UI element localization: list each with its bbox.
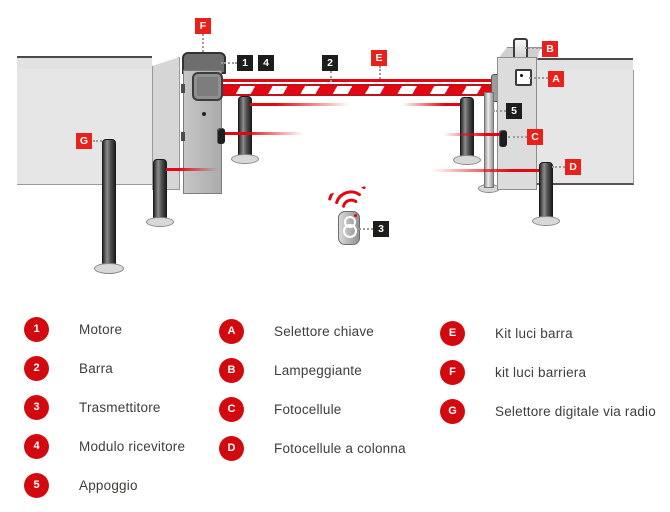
callout-line	[359, 228, 373, 230]
left-wall	[17, 69, 152, 185]
marker-3: 3	[373, 221, 389, 237]
column-base	[94, 263, 124, 274]
marker-d: D	[565, 159, 581, 175]
marker-g: G	[76, 133, 92, 149]
legend-badge: 2	[24, 356, 49, 381]
callout-line	[493, 110, 506, 112]
callout-line	[552, 166, 565, 168]
legend-item-selettore-chiave: A Selettore chiave	[219, 319, 406, 344]
photocell-beam	[432, 169, 539, 172]
legend-item-fotocellule-colonna: D Fotocellule a colonna	[219, 436, 406, 461]
marker-c: C	[527, 129, 543, 145]
photocell-beam	[444, 133, 500, 136]
legend-item-lampeggiante: B Lampeggiante	[219, 358, 406, 383]
photocell-right	[499, 130, 507, 147]
legend-label: Motore	[79, 322, 123, 337]
photocell-column-right-up	[460, 97, 474, 161]
legend-item-motore: 1 Motore	[24, 317, 185, 342]
legend-badge: 4	[24, 434, 49, 459]
legend-badge: G	[440, 399, 465, 424]
key-selector-dot	[520, 74, 523, 77]
column-base	[231, 154, 259, 164]
legend-column-letters-2: E Kit luci barra F kit luci barriera G S…	[440, 321, 656, 438]
legend-badge: 1	[24, 317, 49, 342]
legend-badge: D	[219, 436, 244, 461]
marker-a: A	[548, 71, 564, 87]
legend-column-numbers: 1 Motore 2 Barra 3 Trasmettitore 4 Modul…	[24, 317, 185, 512]
cabinet-hinge	[181, 132, 185, 141]
legend-label: Fotocellule	[274, 402, 342, 417]
marker-2: 2	[322, 55, 338, 71]
remote-led	[354, 214, 357, 217]
legend-badge: E	[440, 321, 465, 346]
legend-label: Barra	[79, 361, 114, 376]
marker-f: F	[195, 18, 211, 34]
legend-item-kit-luci-barra: E Kit luci barra	[440, 321, 656, 346]
legend-label: Appoggio	[79, 478, 138, 493]
legend-label: Fotocellule a colonna	[274, 441, 406, 456]
legend-item-selettore-digitale: G Selettore digitale via radio	[440, 399, 656, 424]
marker-b: B	[542, 41, 558, 57]
support-pole	[484, 92, 494, 188]
callout-line	[508, 136, 527, 138]
bar-light-strip	[221, 79, 495, 82]
legend-label: Lampeggiante	[274, 363, 362, 378]
marker-5: 5	[506, 103, 522, 119]
legend-badge: A	[219, 319, 244, 344]
legend-badge: B	[219, 358, 244, 383]
legend-badge: C	[219, 397, 244, 422]
callout-line	[529, 77, 548, 79]
callout-line	[93, 140, 102, 142]
remote-transmitter	[338, 211, 360, 245]
legend-label: Kit luci barra	[495, 326, 573, 341]
legend-label: Modulo ricevitore	[79, 439, 186, 454]
photocell-column-left-low	[153, 159, 167, 223]
radio-selector-column	[102, 139, 116, 269]
column-base	[146, 217, 174, 227]
callout-line	[202, 34, 204, 52]
photocell-beam	[225, 132, 303, 135]
diagram-scene: F 1 4 2 E B A 5 C D G 3	[17, 18, 634, 274]
legend-column-letters-1: A Selettore chiave B Lampeggiante C Foto…	[219, 319, 406, 475]
photocell-beam	[166, 168, 218, 171]
legend-item-trasmettitore: 3 Trasmettitore	[24, 395, 185, 420]
callout-line	[330, 71, 332, 82]
legend-item-barra: 2 Barra	[24, 356, 185, 381]
legend-badge: 3	[24, 395, 49, 420]
legend-badge: F	[440, 360, 465, 385]
legend-label: Trasmettitore	[79, 400, 161, 415]
legend-label: Selettore chiave	[274, 324, 375, 339]
photocell-beam	[250, 103, 350, 106]
legend-label: kit luci barriera	[495, 365, 587, 380]
cabinet-keyhole	[202, 112, 206, 116]
barrier-bar	[221, 84, 496, 96]
remote-button	[343, 224, 357, 238]
marker-1: 1	[237, 55, 253, 71]
photocell-beam	[402, 103, 460, 106]
legend-item-fotocellule: C Fotocellule	[219, 397, 406, 422]
callout-line	[525, 47, 542, 49]
bar-bracket	[192, 72, 223, 101]
legend-item-appoggio: 5 Appoggio	[24, 473, 185, 498]
marker-4: 4	[258, 55, 274, 71]
legend-badge: 5	[24, 473, 49, 498]
cabinet-hinge	[181, 84, 185, 93]
photocell-left	[217, 128, 225, 144]
legend-label: Selettore digitale via radio	[495, 404, 656, 419]
callout-line	[379, 66, 381, 79]
photocell-column-right-low	[539, 162, 553, 222]
callout-line	[221, 62, 237, 64]
column-base	[453, 155, 481, 165]
column-base	[532, 216, 560, 226]
marker-e: E	[371, 50, 387, 66]
legend-item-kit-luci-barriera: F kit luci barriera	[440, 360, 656, 385]
legend-item-modulo-ricevitore: 4 Modulo ricevitore	[24, 434, 185, 459]
